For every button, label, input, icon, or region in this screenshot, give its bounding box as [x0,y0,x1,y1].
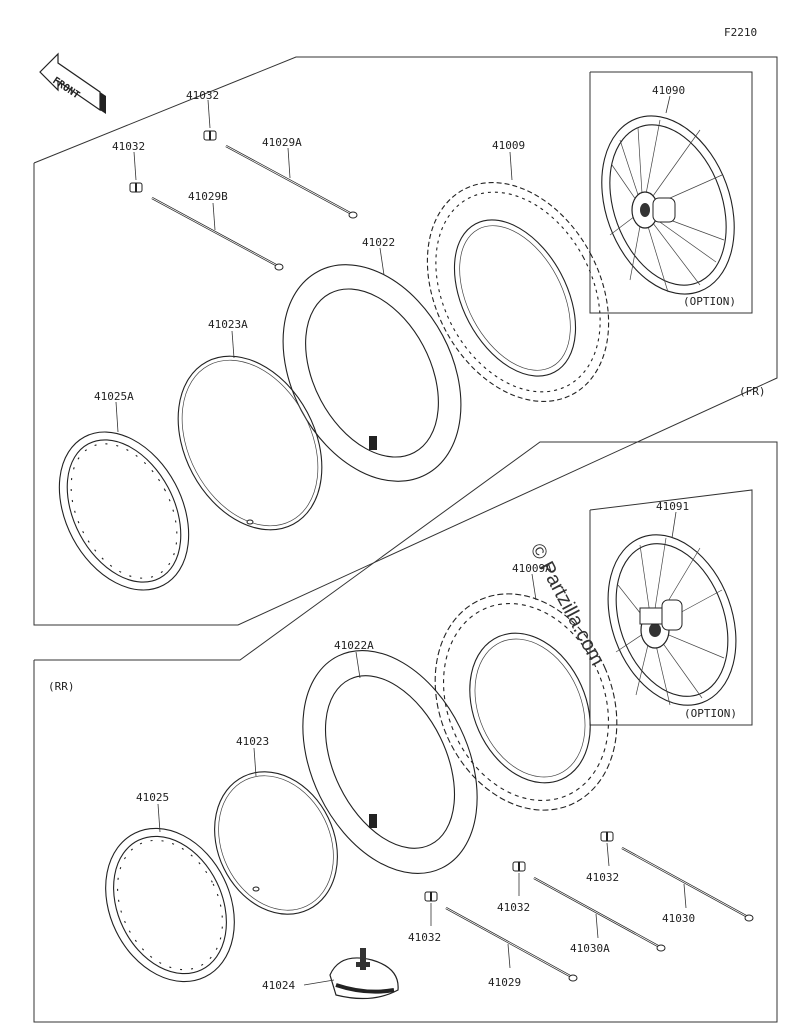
rear-spoke-c [445,907,578,982]
front-bolt-a-part-number: 41032 [186,89,219,102]
rear-spoke-b-leader [595,913,599,939]
rear-spoke-c-part-number: 41029 [488,976,521,989]
figure-code: F2210 [724,26,757,39]
rear-nipple-c-part-number: 41032 [408,931,441,944]
rear-nipple-a-leader [606,842,610,867]
rear-band-part-number: 41023 [236,735,269,748]
rear-rim-band [214,771,338,915]
front-option-wheel: (OPTION) [589,71,753,314]
rear-spoke-a-part-number: 41030 [662,912,695,925]
rear-rim-lock [329,948,399,1000]
rear-tube-part-number: 41022A [334,639,374,652]
front-band-part-number: 41023A [208,318,248,331]
rear-spoke-a [621,847,754,922]
rear-rim-lock-leader [303,979,335,986]
rear-spoke-b [533,877,666,952]
front-section-frame [33,56,778,626]
front-tire-part-number: 41009 [492,139,525,152]
rear-option-label: (OPTION) [684,707,737,720]
front-band-leader [231,330,235,359]
rear-nipple-c [424,891,438,902]
watermark: © Partzilla.com [526,540,609,669]
front-spoke-b [151,197,284,271]
rear-spoke-b-part-number: 41030A [570,942,610,955]
front-spoke-b-leader [212,202,216,231]
rear-option-wheel: (OPTION) [589,489,753,726]
front-tire [426,182,610,402]
front-bolt-b-part-number: 41032 [112,140,145,153]
rear-wheel-leader [671,511,677,539]
front-rim [58,431,190,591]
front-tube [282,264,462,482]
rear-tire [434,593,618,811]
rear-spoke-c-leader [507,943,511,969]
front-tire-leader [509,151,513,181]
front-spoke-b-part-number: 41029B [188,190,228,203]
rear-tire-leader [531,573,537,601]
front-bolt-a-leader [207,99,211,129]
rear-spoke-a-leader [683,883,687,909]
rear-nipple-a [600,831,614,842]
rear-tube [302,650,478,874]
rear-nipple-b-part-number: 41032 [497,901,530,914]
front-spoke-a [225,145,358,219]
rear-tube-leader [355,651,361,679]
front-bolt-a [203,130,217,141]
front-rim-leader [115,401,119,433]
front-rim-part-number: 41025A [94,390,134,403]
rear-rim-part-number: 41025 [136,791,169,804]
rear-section-tag: (RR) [48,680,75,693]
rear-rim-lock-part-number: 41024 [262,979,295,992]
rear-nipple-a-part-number: 41032 [586,871,619,884]
rear-rim [105,827,235,983]
rear-tire-part-number: 41009A [512,562,552,575]
front-tube-part-number: 41022 [362,236,395,249]
front-rim-band [177,355,323,531]
rear-wheel-part-number: 41091 [656,500,689,513]
front-wheel-part-number: 41090 [652,84,685,97]
front-section-tag: (FR) [739,385,766,398]
rear-section-frame [33,441,778,1023]
rear-band-leader [253,747,257,777]
rear-nipple-b [512,861,526,872]
front-arrow-icon: FRONT [39,52,106,114]
front-tube-leader [379,247,385,276]
front-spoke-a-leader [287,147,291,179]
front-bolt-b [129,182,143,193]
front-option-label: (OPTION) [683,295,736,308]
rear-rim-leader [157,803,161,833]
front-bolt-b-leader [133,151,137,181]
front-wheel-leader [665,95,671,114]
front-spoke-a-part-number: 41029A [262,136,302,149]
